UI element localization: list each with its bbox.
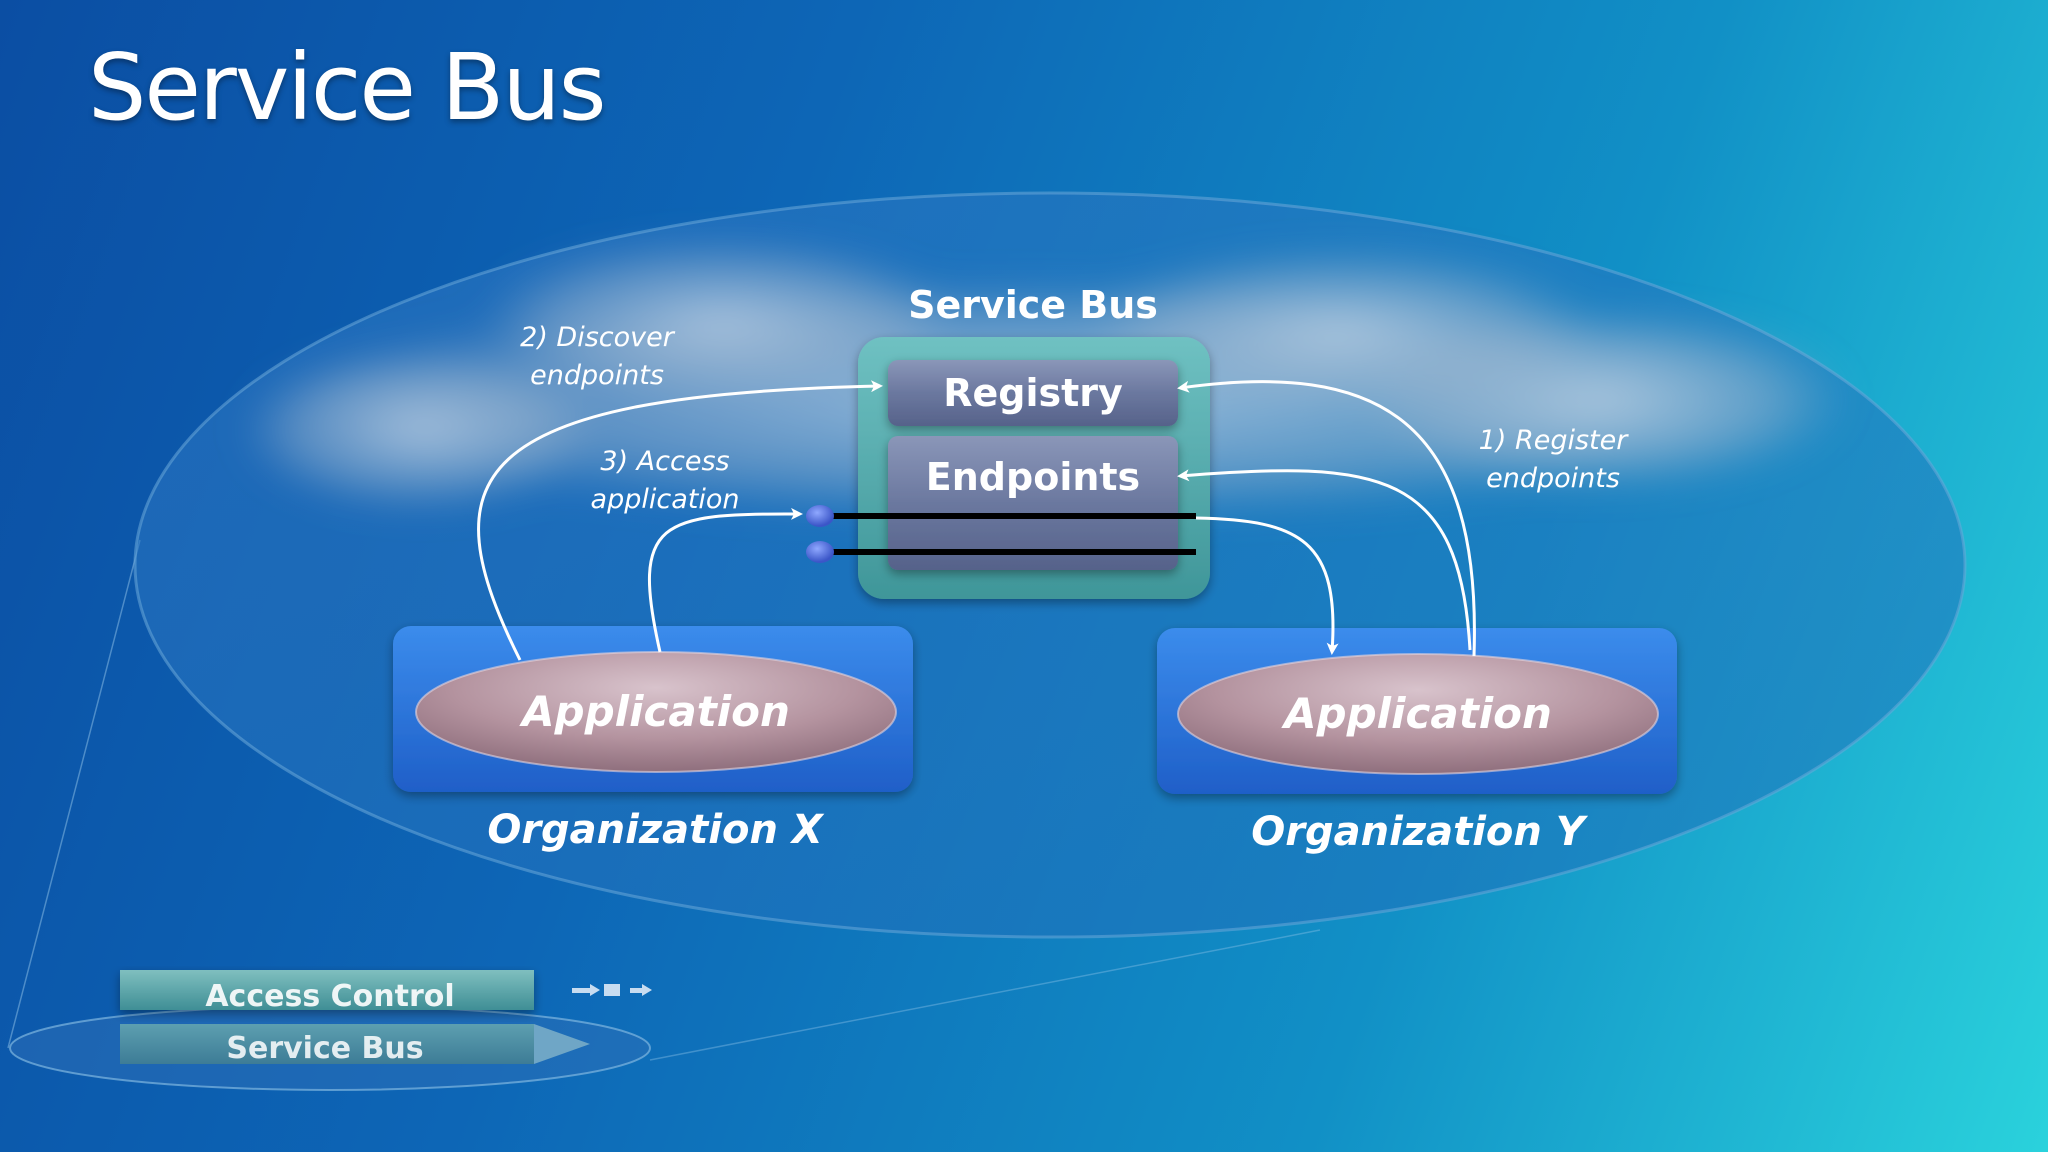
application-x-oval (415, 651, 897, 773)
service-bus-heading: Service Bus (908, 283, 1158, 327)
arrow-data-to-org-y (1195, 516, 1339, 655)
step-access-line1: 3) Access (600, 446, 729, 477)
application-y-label: Application (1281, 689, 1552, 738)
step-access-line2: application (591, 484, 740, 515)
step-register-line1: 1) Register (1479, 425, 1630, 456)
step-discover-line2: endpoints (530, 360, 664, 391)
registry-slot: Registry (888, 360, 1178, 426)
arrow-register-registry (1177, 380, 1476, 657)
thumbnail-service-bus-arrow (534, 1024, 590, 1064)
thumbnail-service-bus-bar (120, 1024, 534, 1064)
slide-title: Service Bus (88, 34, 607, 141)
arrow-discover-endpoints (477, 380, 883, 661)
arrow-access-application (647, 507, 803, 653)
step-discover-line1: 2) Discover (520, 322, 676, 353)
step-access-label: 3) Access application (591, 446, 740, 515)
endpoints-slot: Endpoints (888, 436, 1178, 570)
endpoints-label: Endpoints (926, 455, 1140, 499)
stack-thumbnail: Access Control Service Bus (9, 970, 652, 1091)
endpoint-dot-upper (806, 505, 834, 527)
organization-y-label: Organization Y (1251, 809, 1589, 855)
step-register-line2: endpoints (1486, 463, 1620, 494)
organization-y-platform: Application (1157, 628, 1677, 794)
organization-x-label: Organization X (487, 807, 825, 853)
application-y-oval (1177, 653, 1659, 775)
thumbnail-service-bus-label: Service Bus (226, 1031, 423, 1066)
organization-x-platform: Application (393, 626, 913, 792)
step-discover-label: 2) Discover endpoints (520, 322, 676, 391)
step-register-label: 1) Register endpoints (1479, 425, 1630, 494)
thumbnail-access-control-bar (120, 970, 534, 1010)
arrow-register-endpoints (1177, 469, 1472, 651)
thumbnail-access-control-label: Access Control (205, 979, 454, 1014)
endpoint-dot-lower (806, 541, 834, 563)
endpoint-connection-bars (806, 505, 1196, 563)
zoom-projection-lines (7, 539, 1321, 1061)
registry-label: Registry (943, 371, 1123, 415)
thumbnail-access-control-arrows (572, 984, 652, 996)
flow-arrows (477, 380, 1476, 661)
application-x-label: Application (519, 687, 790, 736)
